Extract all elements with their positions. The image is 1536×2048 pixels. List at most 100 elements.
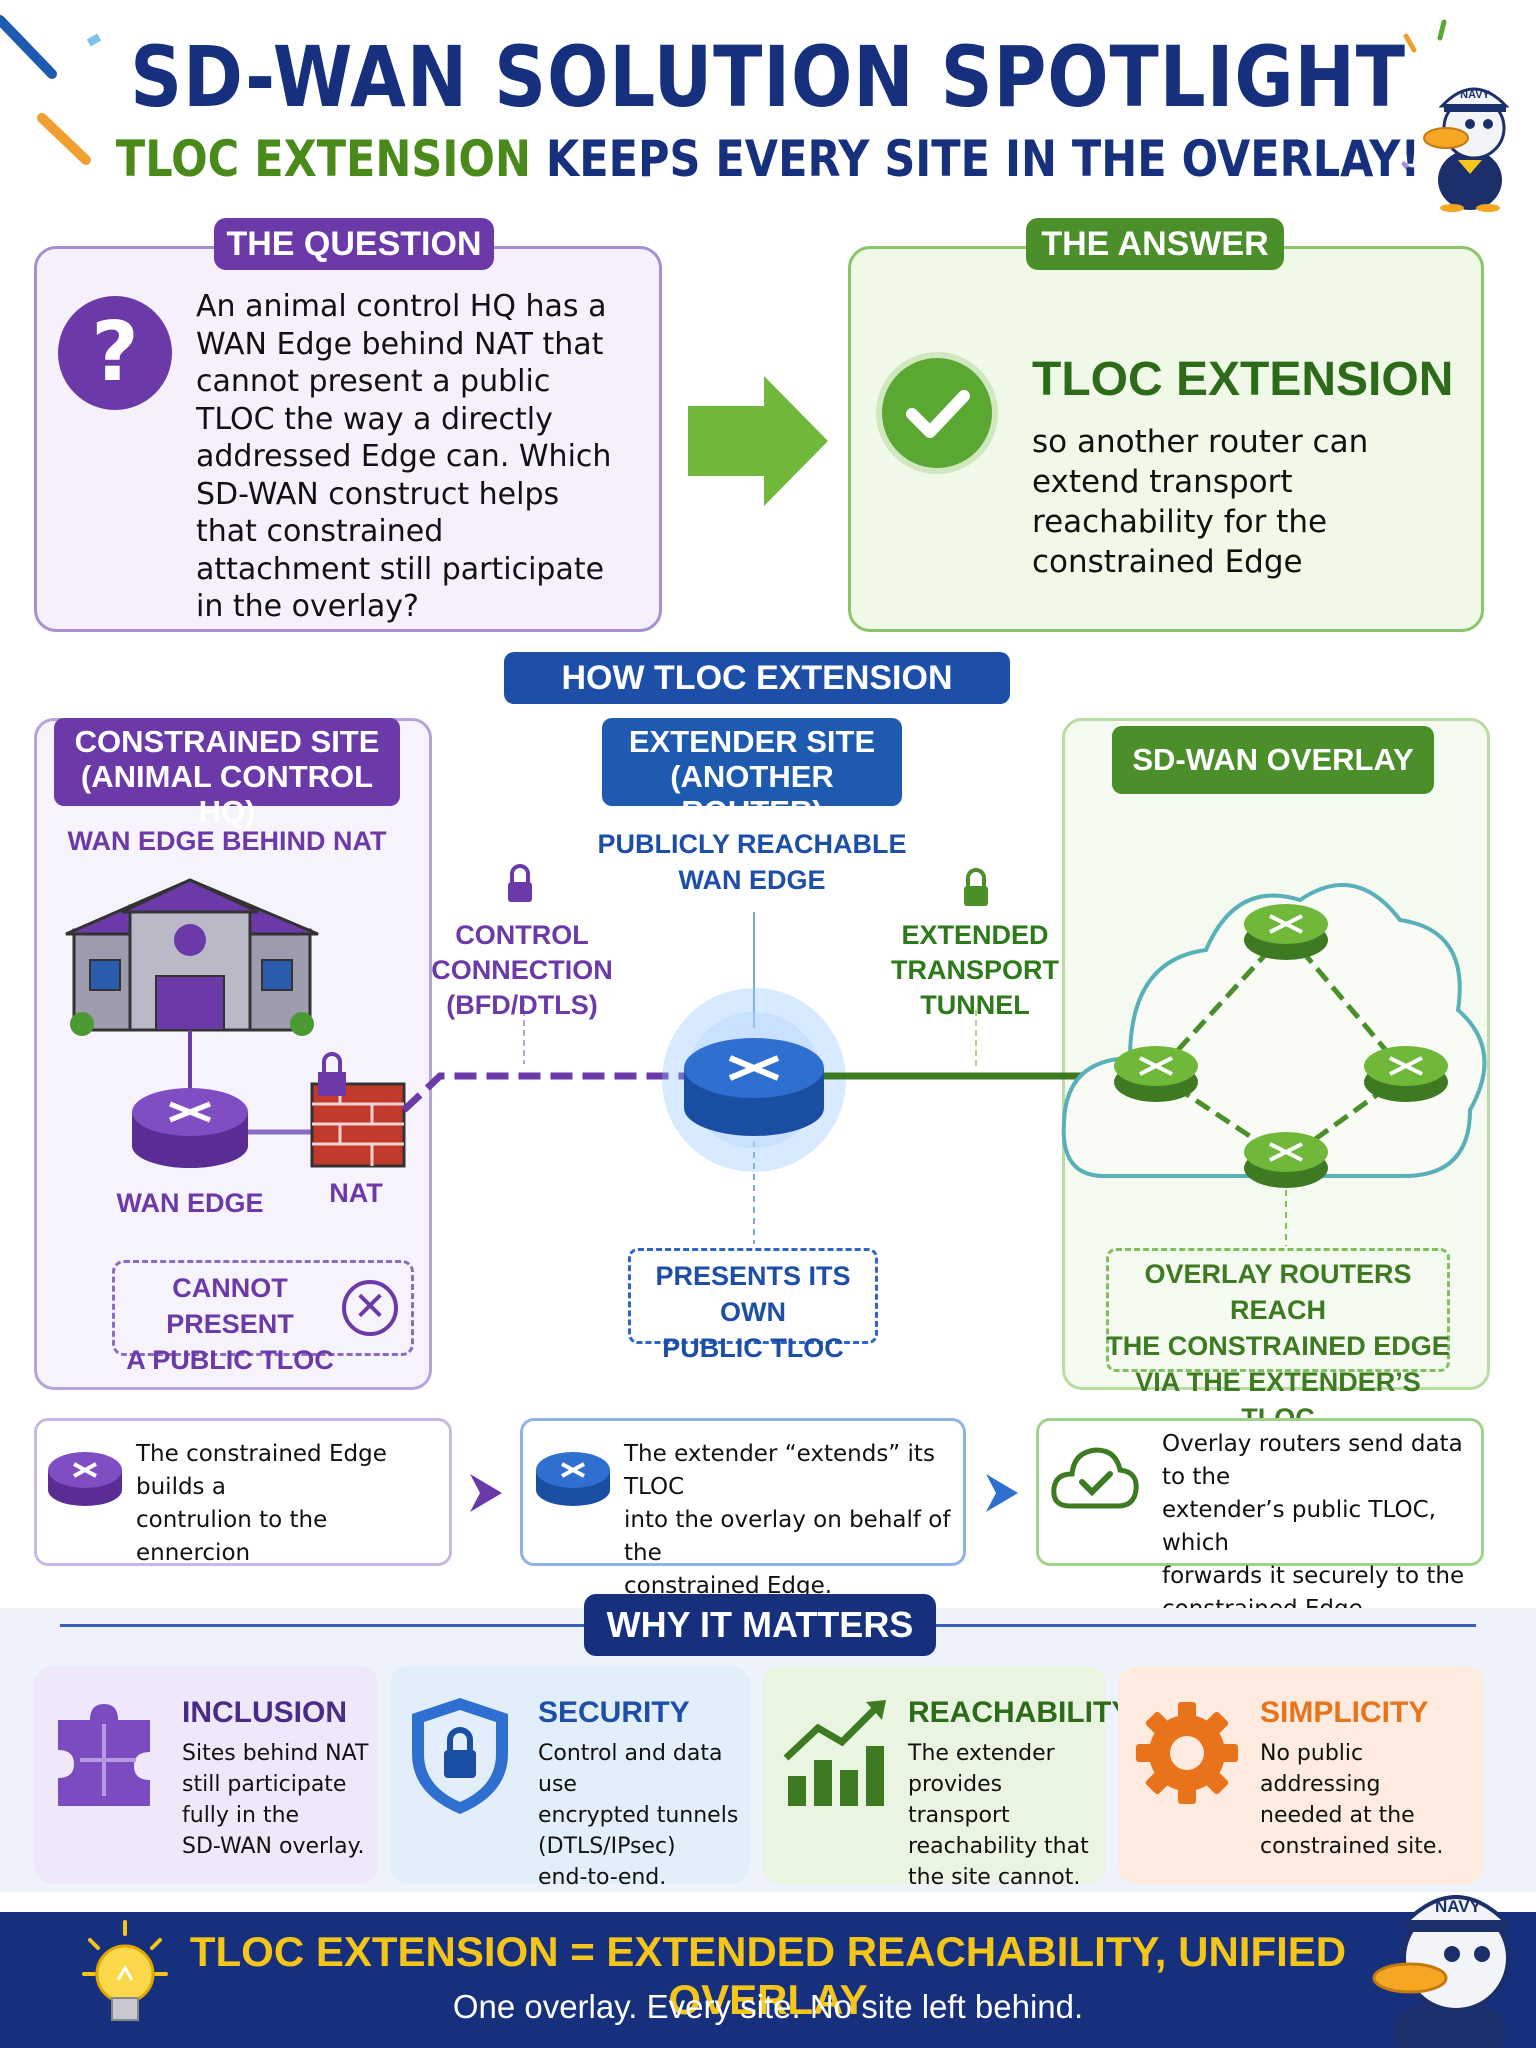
lock-icon [964, 868, 988, 906]
nat-label: NAT [329, 1178, 383, 1208]
mascot-footer-cap-text: NAVY [1435, 1897, 1482, 1916]
cloud-check-icon [1051, 1447, 1139, 1509]
overlay-router-icon [1244, 904, 1328, 960]
subtitle-rest: KEEPS EVERY SITE IN THE OVERLAY! [530, 130, 1421, 188]
control-connection-line3: (BFD/DTLS) [446, 990, 598, 1020]
overlay-reach-line2: THE CONSTRAINED EDGE [1106, 1331, 1450, 1361]
presents-tloc-text: PRESENTS ITS OWN PUBLIC TLOC [628, 1258, 878, 1366]
question-panel [34, 246, 662, 632]
simplicity-line: No public addressing [1260, 1741, 1381, 1797]
overlay-router-icon [1244, 1132, 1328, 1188]
step-card-1 [34, 1418, 452, 1566]
security-line: (DTLS/IPsec) [538, 1834, 676, 1859]
presents-tloc-line1: PRESENTS ITS OWN [655, 1261, 851, 1327]
control-connection-line1: CONTROL [455, 920, 589, 950]
constrained-site-title: CONSTRAINED SITE [74, 724, 380, 759]
inclusion-line: still participate [182, 1772, 347, 1797]
animal-control-building-icon [65, 878, 319, 1036]
question-text: An animal control HQ has a WAN Edge behi… [196, 289, 612, 624]
extender-site-heading: EXTENDER SITE (ANOTHER ROUTER) [602, 718, 902, 829]
page-title: SD-WAN SOLUTION SPOTLIGHT [130, 28, 1406, 126]
step-1-text: The constrained Edge builds a contrulion… [136, 1438, 436, 1570]
footer-banner [0, 1912, 1536, 2048]
answer-heading: TLOC EXTENSION [1032, 353, 1454, 406]
control-connection-label: CONTROL CONNECTION (BFD/DTLS) [430, 918, 614, 1023]
reachability-line: reachability that [908, 1834, 1089, 1859]
reachability-line: the site cannot. [908, 1865, 1081, 1890]
step-1-line3: ennercion [136, 1540, 251, 1566]
answer-tag: THE ANSWER [1026, 218, 1284, 270]
growth-chart-icon [783, 1700, 886, 1806]
extender-site-title: EXTENDER SITE [628, 724, 876, 759]
chevron-right-icon [470, 1474, 502, 1512]
step-3-line1: Overlay routers send data to the [1162, 1431, 1463, 1490]
wan-edge-behind-nat-label: WAN EDGE BEHIND NAT [67, 826, 387, 856]
simplicity-title: SIMPLICITY [1260, 1696, 1429, 1729]
inclusion-text: Sites behind NAT still participate fully… [182, 1738, 372, 1862]
overlay-cloud-icon [1061, 883, 1487, 1178]
chevron-right-icon [986, 1474, 1018, 1512]
wan-edge-router-icon [132, 1088, 248, 1168]
navy-duck-mascot-icon: NAVY [1423, 87, 1510, 212]
mascot-cap-text: NAVY [1460, 89, 1490, 101]
cannot-present-line2: A PUBLIC TLOC [126, 1345, 334, 1375]
router-icon [536, 1452, 610, 1506]
publicly-reachable-label: PUBLICLY REACHABLE WAN EDGE [592, 826, 912, 898]
subtitle-highlight: TLOC EXTENSION [115, 130, 531, 188]
reachability-title: REACHABILITY [908, 1696, 1132, 1729]
overlay-reach-text: OVERLAY ROUTERS REACH THE CONSTRAINED ED… [1106, 1256, 1450, 1436]
reachability-text: The extender provides transport reachabi… [908, 1738, 1104, 1893]
shield-lock-icon [412, 1698, 508, 1814]
footer-tagline: One overlay. Every site. No site left be… [452, 1988, 1084, 2025]
confetti-decoration-right [1401, 19, 1447, 174]
step-2-line2: into the overlay on behalf of the [624, 1507, 951, 1566]
question-tag: THE QUESTION [214, 218, 494, 270]
step-1-line1: The constrained Edge builds a [136, 1441, 387, 1500]
cannot-present-text: CANNOT PRESENT A PUBLIC TLOC [122, 1270, 338, 1378]
presents-tloc-line2: PUBLIC TLOC [662, 1333, 844, 1363]
control-connection-line2: CONNECTION [431, 955, 613, 985]
publicly-reachable-line2: WAN EDGE [678, 865, 826, 895]
extended-tunnel-line2: TRANSPORT [891, 955, 1059, 985]
inclusion-line: fully in the [182, 1803, 300, 1828]
reachability-line: provides transport [908, 1772, 1010, 1828]
security-text: Control and data use encrypted tunnels (… [538, 1738, 748, 1893]
simplicity-line: constrained site. [1260, 1834, 1444, 1859]
nat-firewall-icon [310, 1052, 406, 1168]
page-subtitle: TLOC EXTENSION KEEPS EVERY SITE IN THE O… [108, 130, 1429, 188]
security-title: SECURITY [538, 1696, 690, 1729]
navy-duck-mascot-footer-icon: NAVY [1372, 1895, 1513, 2048]
step-3-line2: extender’s public TLOC, which [1162, 1497, 1436, 1556]
security-line: encrypted tunnels [538, 1803, 739, 1828]
constrained-site-heading: CONSTRAINED SITE (ANIMAL CONTROL HQ) [54, 718, 400, 829]
tloc-extension-diagram [65, 864, 1487, 1246]
inclusion-line: Sites behind NAT [182, 1741, 369, 1766]
cannot-present-box [112, 1260, 414, 1356]
answer-text: so another router can extend transport r… [1032, 424, 1369, 580]
overlay-router-icon [1114, 1046, 1198, 1102]
why-it-matters-tag: WHY IT MATTERS [584, 1594, 936, 1656]
lightbulb-icon [82, 1920, 168, 2021]
x-circle-icon: ✕ [342, 1280, 398, 1336]
extender-site-subtitle: (ANOTHER ROUTER) [670, 759, 834, 829]
publicly-reachable-line1: PUBLICLY REACHABLE [597, 829, 907, 859]
security-line: Control and data use [538, 1741, 723, 1797]
extended-tunnel-line3: TUNNEL [920, 990, 1030, 1020]
step-2-text: The extender “extends” its TLOC into the… [624, 1438, 960, 1603]
cannot-present-line1: CANNOT PRESENT [166, 1273, 294, 1339]
simplicity-text: No public addressing needed at the const… [1260, 1738, 1480, 1862]
step-2-line1: The extender “extends” its TLOC [624, 1441, 935, 1500]
constrained-site-subtitle: (ANIMAL CONTROL HQ) [80, 759, 374, 829]
puzzle-icon [58, 1704, 150, 1806]
extended-tunnel-line1: EXTENDED [901, 920, 1049, 950]
extended-tunnel-label: EXTENDED TRANSPORT TUNNEL [890, 918, 1060, 1023]
arrow-right-icon [688, 376, 828, 506]
overlay-reach-line1: OVERLAY ROUTERS REACH [1144, 1259, 1412, 1325]
overlay-router-icon [1364, 1046, 1448, 1102]
router-icon [48, 1452, 122, 1506]
lock-icon [508, 864, 532, 902]
overlay-reach-box [1106, 1248, 1450, 1372]
security-line: end-to-end. [538, 1865, 667, 1890]
step-3-line3: forwards it securely to the [1162, 1563, 1465, 1589]
wan-edge-label: WAN EDGE [116, 1188, 264, 1218]
